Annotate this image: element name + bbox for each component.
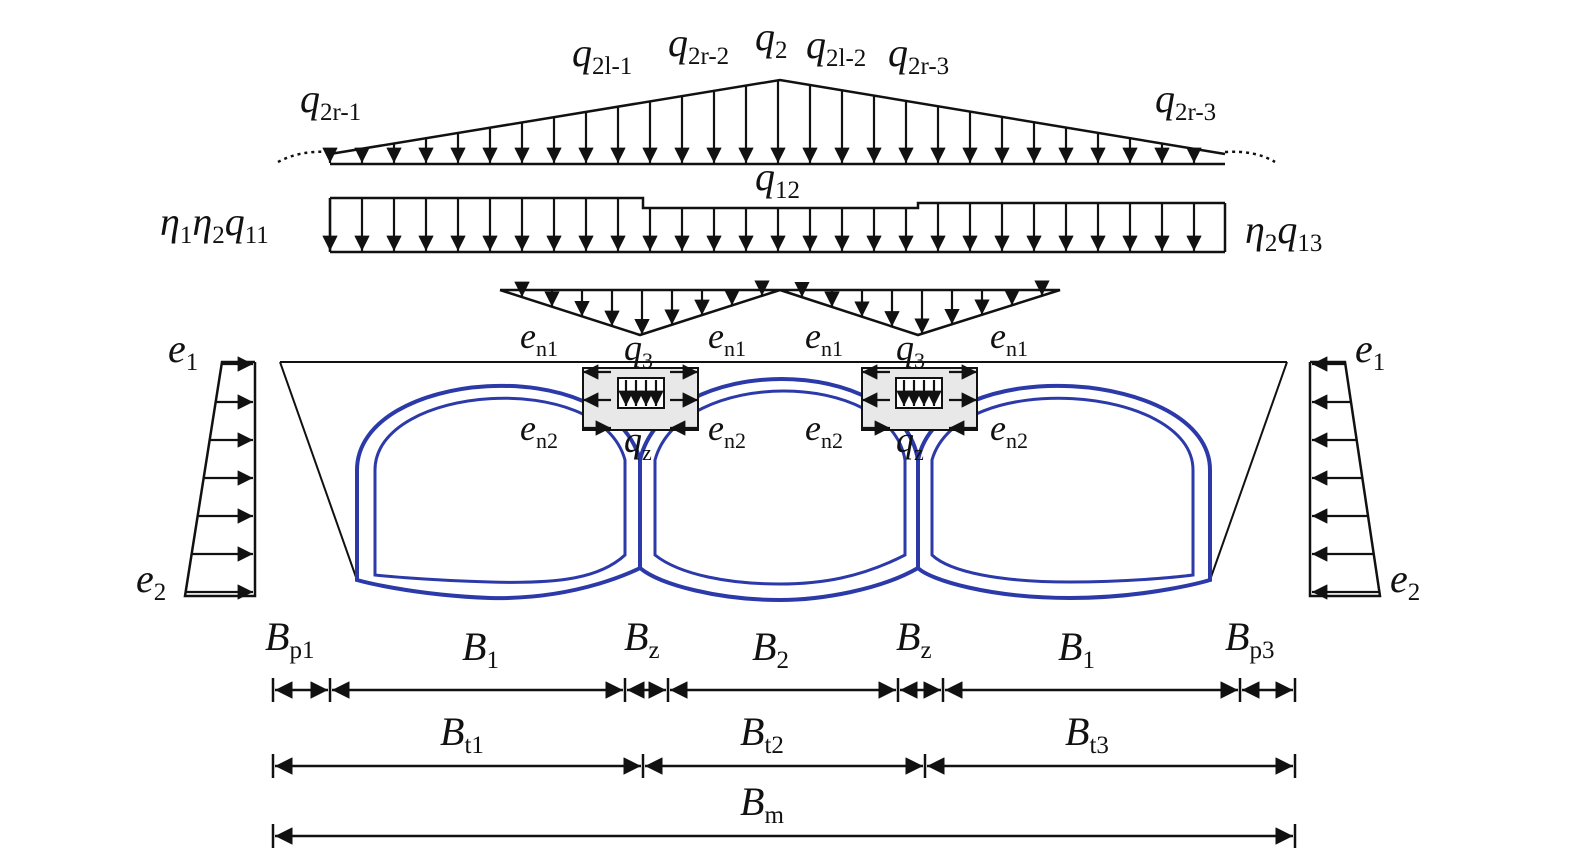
dimension-lines — [271, 678, 1297, 848]
label-q2: q2 — [755, 14, 788, 64]
v-load-q3 — [499, 288, 1061, 337]
label-eta_left: η1η2q11 — [160, 199, 269, 249]
label-b2: B2 — [752, 624, 789, 674]
label-q2l2: q2l-2 — [806, 22, 866, 72]
lateral-load-arrows — [185, 356, 1380, 600]
label-en2_d: en2 — [990, 408, 1028, 453]
ground-outline — [279, 361, 1288, 581]
label-eta_right: η2q13 — [1245, 207, 1322, 257]
label-en1_b: en1 — [708, 316, 746, 361]
uniform-load-arrows — [322, 198, 1202, 251]
lateral-load-right — [1308, 360, 1382, 598]
tunnel-lining — [355, 377, 1212, 603]
label-en1_a: en1 — [520, 316, 558, 361]
label-en1_c: en1 — [805, 316, 843, 361]
pillar-arrows — [583, 364, 977, 436]
label-q12: q12 — [755, 154, 800, 204]
label-e1_left: e1 — [168, 326, 198, 376]
label-q3_a: q3 — [624, 328, 653, 373]
label-bp1: Bp1 — [265, 614, 314, 664]
label-e1_right: e1 — [1355, 326, 1385, 376]
label-q2r2: q2r-2 — [668, 20, 729, 70]
label-en1_d: en1 — [990, 316, 1028, 361]
lateral-load-left — [183, 360, 257, 598]
label-e2_left: e2 — [136, 556, 166, 606]
diagram-labels: q2r-1 q2l-1 q2r-2 q2 q2l-2 q2r-3 q2r-3 q12 η1η2q… — [136, 14, 1420, 829]
label-q3_b: q3 — [896, 328, 925, 373]
label-bz_right: Bz — [896, 614, 932, 664]
label-en2_a: en2 — [520, 408, 558, 453]
label-en2_b: en2 — [708, 408, 746, 453]
label-b1_right: B1 — [1058, 624, 1095, 674]
label-qz_b: qz — [896, 420, 924, 465]
label-b1_left: B1 — [462, 624, 499, 674]
label-bt1: Bt1 — [440, 709, 484, 759]
v-load-arrows — [514, 280, 1050, 335]
label-q2r3_right: q2r-3 — [1155, 76, 1216, 126]
label-e2_right: e2 — [1390, 556, 1420, 606]
label-q2r1_left: q2r-1 — [300, 76, 361, 126]
label-bt2: Bt2 — [740, 709, 784, 759]
label-q2r3_top: q2r-3 — [888, 30, 949, 80]
triangular-load-arrows — [322, 80, 1202, 163]
label-bt3: Bt3 — [1065, 709, 1109, 759]
label-bp3: Bp3 — [1225, 614, 1274, 664]
label-en2_c: en2 — [805, 408, 843, 453]
triangular-load-q2 — [277, 78, 1276, 166]
label-q2l1: q2l-1 — [572, 30, 632, 80]
label-bm: Bm — [740, 779, 784, 829]
label-bz_left: Bz — [624, 614, 660, 664]
label-qz_a: qz — [624, 420, 652, 465]
